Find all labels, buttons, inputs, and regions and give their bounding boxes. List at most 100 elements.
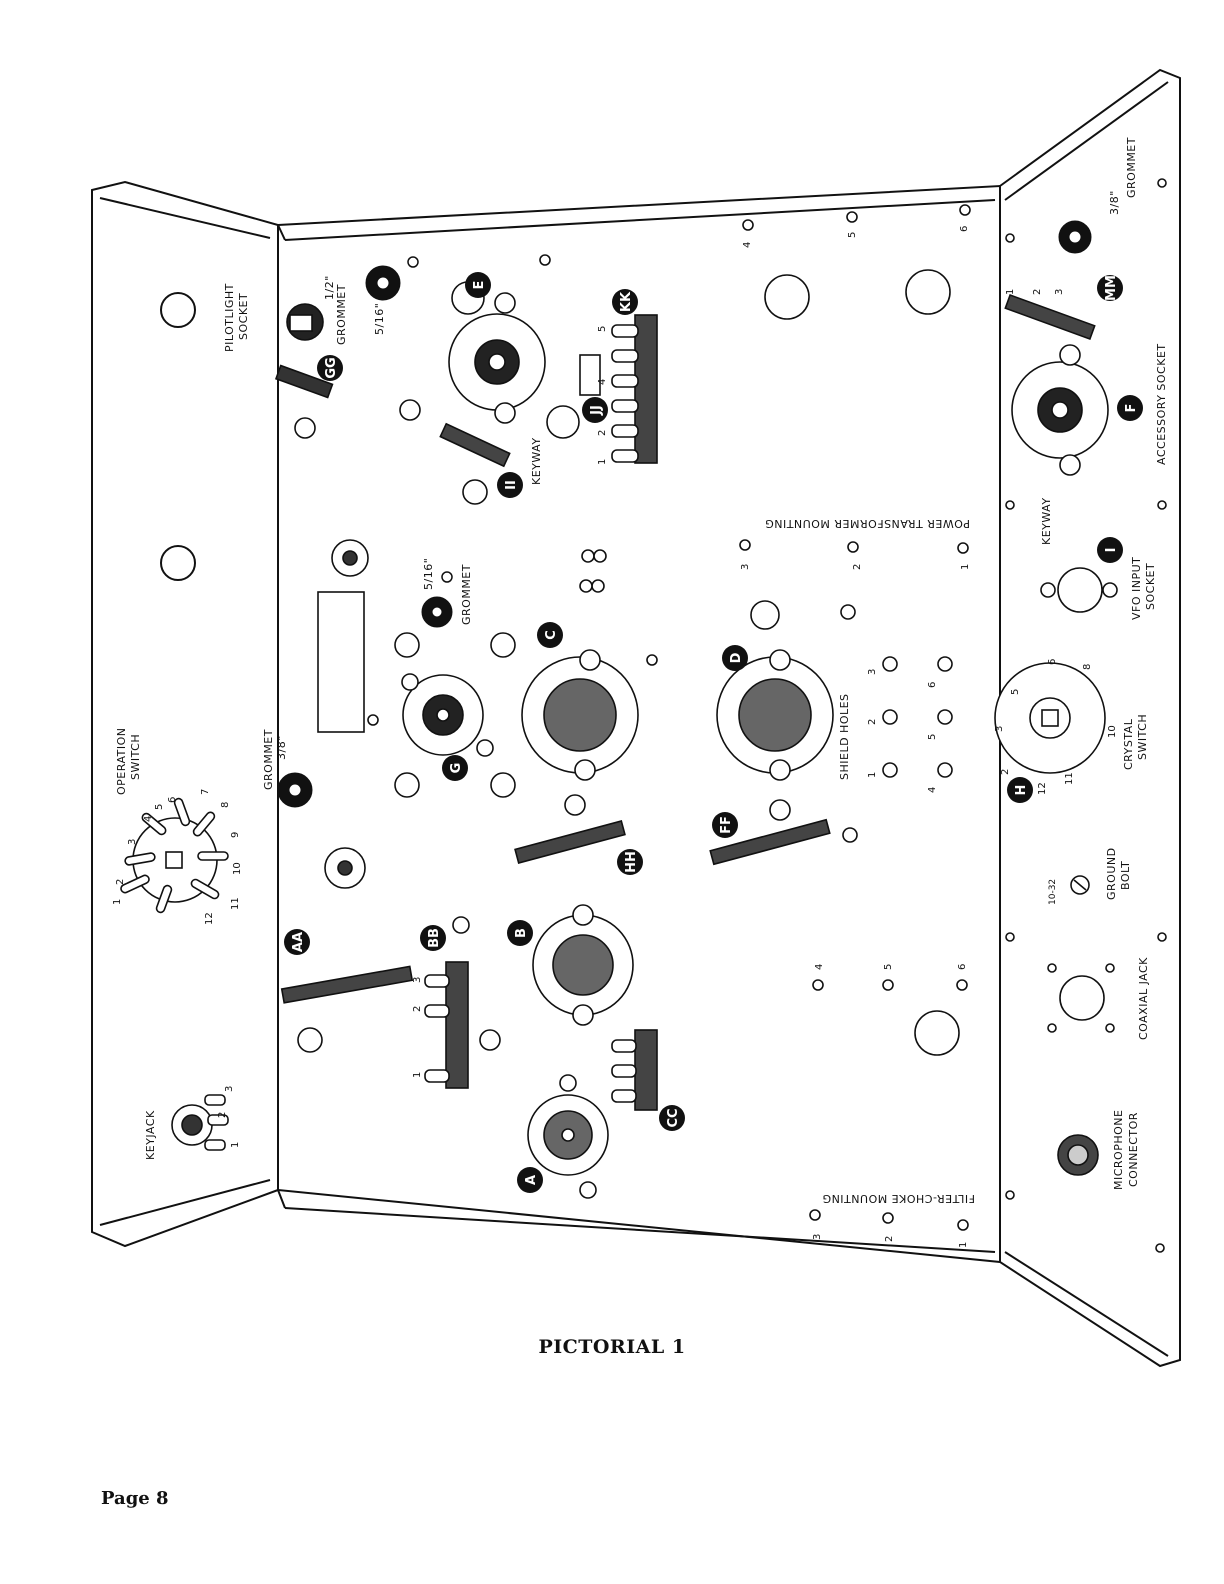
vfo-label-2: SOCKET (1144, 563, 1157, 610)
keyway-label-f: KEYWAY (1040, 497, 1053, 545)
svg-text:4: 4 (143, 816, 154, 822)
badge-f: F (1117, 395, 1143, 421)
microphone-connector (1057, 1134, 1099, 1176)
svg-text:2: 2 (115, 879, 126, 885)
svg-text:3: 3 (224, 1086, 235, 1092)
terminal-strip-ff (709, 799, 831, 866)
svg-text:3: 3 (1054, 289, 1065, 295)
filter-choke-label: FILTER-CHOKE MOUNTING (822, 1192, 975, 1205)
badge-kk: KK (612, 289, 638, 315)
svg-text:3: 3 (740, 564, 751, 570)
pilotlight-socket (274, 303, 334, 439)
badge-b: B (507, 920, 533, 946)
terminal-strip-aa (280, 965, 414, 1053)
badge-jj: JJ (582, 397, 608, 423)
svg-text:1: 1 (958, 1242, 969, 1248)
badge-aa: AA (284, 929, 310, 955)
svg-text:3: 3 (812, 1234, 823, 1240)
svg-text:1: 1 (230, 1142, 241, 1148)
right-panel-holes (1005, 178, 1167, 1253)
badge-c: C (537, 622, 563, 648)
grommet-5-16-center-word: GROMMET (460, 564, 473, 625)
svg-text:1: 1 (597, 459, 608, 465)
keyjack (171, 1094, 229, 1151)
svg-text:I: I (1104, 548, 1119, 553)
svg-text:HH: HH (624, 851, 639, 873)
svg-text:4: 4 (742, 242, 753, 248)
power-transformer-label: POWER TRANSFORMER MOUNTING (765, 517, 970, 530)
badge-mm: MM (1097, 275, 1123, 301)
svg-text:1: 1 (867, 772, 878, 778)
coaxial-jack-label: COAXIAL JACK (1137, 957, 1150, 1040)
pin-numbers: 1 2 3 4 5 6 7 8 9 10 11 12 1 2 3 4 5 6 3… (112, 226, 1118, 1248)
badge-ff: FF (712, 812, 738, 838)
badge-bb: BB (420, 925, 446, 951)
vfo-input-socket (1040, 567, 1118, 613)
svg-text:4: 4 (814, 964, 825, 970)
svg-text:KK: KK (619, 291, 634, 312)
socket-f (1011, 344, 1109, 476)
socket-a (527, 1074, 609, 1199)
grommet-half-word: GROMMET (335, 284, 348, 345)
svg-text:A: A (524, 1175, 539, 1185)
grommet-3-8-right (1058, 220, 1092, 254)
svg-text:II: II (504, 480, 519, 490)
svg-text:2: 2 (1032, 289, 1043, 295)
svg-text:AA: AA (291, 932, 306, 952)
grommet-5-16-top: 5/16" (373, 303, 386, 335)
svg-text:10: 10 (1107, 725, 1118, 738)
vfo-label-1: VFO INPUT (1130, 557, 1143, 620)
center-mounting-parts (317, 539, 607, 889)
terminal-strip-gg (514, 794, 626, 864)
grommet-5-16-center-size: 5/16" (422, 558, 435, 590)
svg-text:2: 2 (867, 719, 878, 725)
grommet-half-size: 1/2" (323, 275, 336, 300)
pilotlight-label-1: PILOTLIGHT (223, 283, 236, 352)
svg-text:F: F (1124, 404, 1139, 413)
svg-text:JJ: JJ (589, 405, 604, 416)
grommet-3-8-left-size: 3/8" (275, 735, 288, 760)
svg-text:8: 8 (220, 802, 231, 808)
terminal-strip-ii (399, 399, 511, 505)
lower-holes (809, 979, 969, 1231)
grommet-half (365, 256, 419, 301)
socket-b (532, 904, 634, 1026)
svg-text:7: 7 (200, 789, 211, 795)
upper-holes (739, 204, 971, 554)
grommet-3-8-left-word: GROMMET (262, 729, 275, 790)
svg-text:12: 12 (1037, 782, 1048, 795)
badge-i: I (1097, 537, 1123, 563)
svg-text:D: D (729, 652, 744, 663)
svg-text:B: B (514, 928, 529, 938)
operation-switch (120, 797, 229, 914)
accessory-socket-label: ACCESSORY SOCKET (1155, 343, 1168, 465)
badge-h: H (1007, 777, 1033, 803)
grommet-3-8-right-word: GROMMET (1125, 137, 1138, 198)
crystal-switch-label-1: CRYSTAL (1122, 718, 1135, 770)
svg-text:5: 5 (883, 964, 894, 970)
badge-ii: II (497, 472, 523, 498)
svg-text:5: 5 (597, 326, 608, 332)
badge-e: E (465, 272, 491, 298)
terminal-strip-cc (611, 1029, 658, 1111)
svg-text:5: 5 (847, 232, 858, 238)
badge-hh: GG (317, 355, 343, 381)
socket-c (521, 649, 658, 781)
badge-gg: HH (617, 849, 643, 875)
svg-text:6: 6 (1047, 659, 1058, 665)
svg-text:1: 1 (112, 899, 123, 905)
svg-text:2: 2 (852, 564, 863, 570)
coaxial-jack (1047, 963, 1115, 1033)
svg-text:6: 6 (957, 964, 968, 970)
socket-g (367, 673, 494, 757)
svg-text:10: 10 (232, 862, 243, 875)
svg-text:2: 2 (217, 1112, 228, 1118)
svg-text:2: 2 (412, 1006, 423, 1012)
badge-a: A (517, 1167, 543, 1193)
badge-d: D (722, 645, 748, 671)
badge-g: G (442, 755, 468, 781)
svg-text:1: 1 (412, 1072, 423, 1078)
svg-text:6: 6 (927, 682, 938, 688)
crystal-switch-label-2: SWITCH (1136, 714, 1149, 760)
